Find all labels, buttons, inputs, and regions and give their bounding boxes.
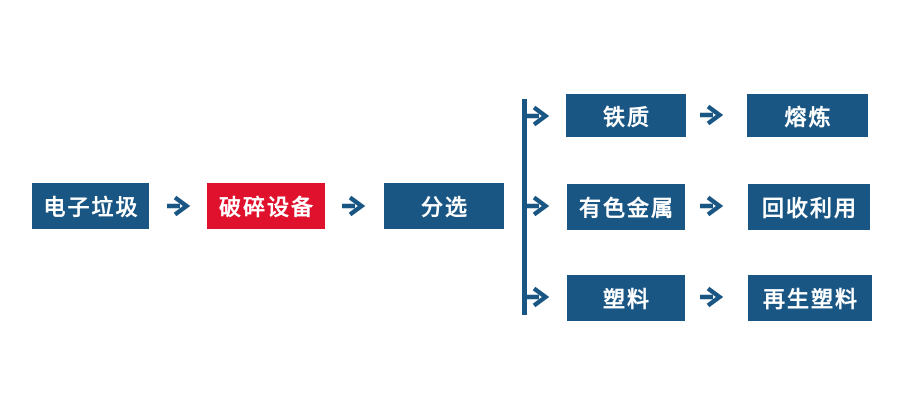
arrow-right-icon [699,104,725,126]
arrow-right-icon [341,195,367,217]
arrow-right-icon [525,195,551,217]
arrow-right-icon [699,286,725,308]
node-sorting: 分选 [384,183,504,229]
node-smelting: 熔炼 [747,94,868,137]
arrow-right-icon [166,195,192,217]
arrow-right-icon [525,286,551,308]
node-recycling: 回收利用 [748,184,870,230]
node-recycled-plastic: 再生塑料 [748,275,872,321]
node-crusher: 破碎设备 [207,183,325,229]
node-nonferrous: 有色金属 [567,184,685,230]
branch-connector-line [522,99,527,315]
node-ewaste: 电子垃圾 [32,183,149,229]
node-plastic: 塑料 [567,275,685,321]
arrow-right-icon [699,195,725,217]
node-iron: 铁质 [566,94,686,137]
arrow-right-icon [525,105,551,127]
